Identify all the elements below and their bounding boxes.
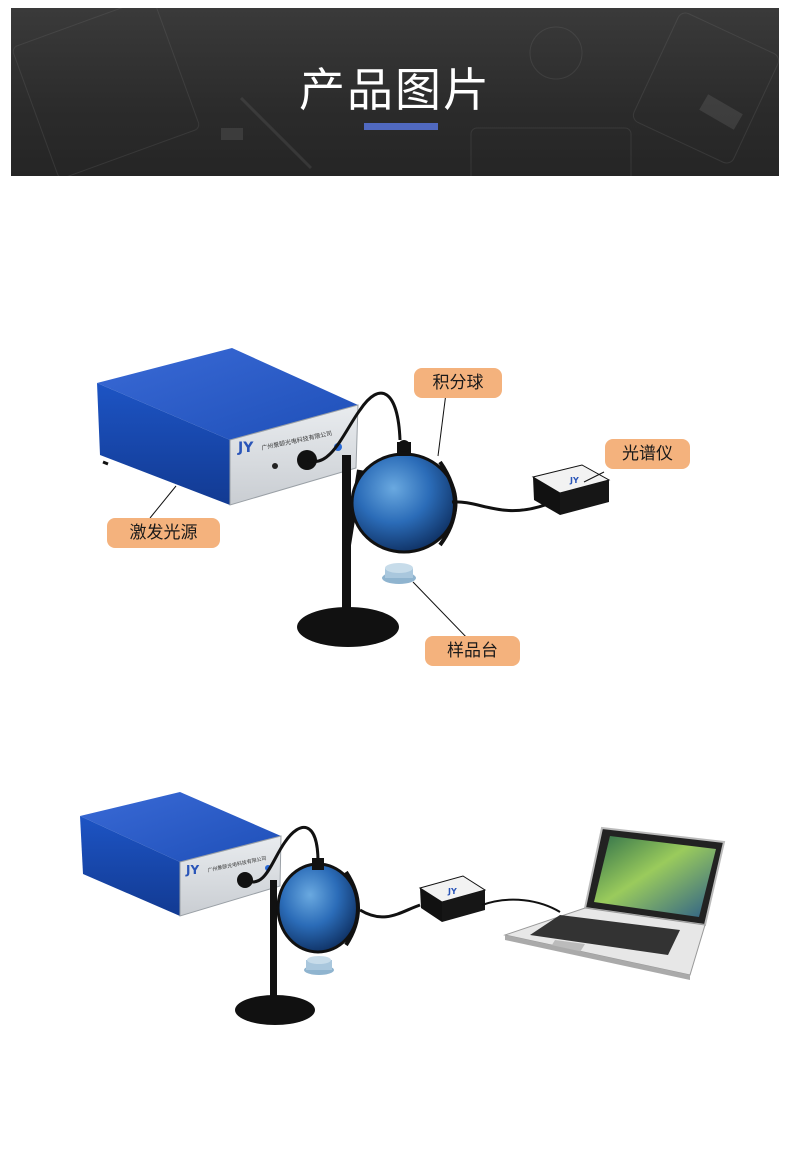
label-spectrometer: 光谱仪 [605,439,690,469]
excitation-source-device-2: JY 广州景颐光电科技有限公司 [80,792,282,917]
spectrometer-device: JY [531,464,611,515]
spectrometer-device-2: JY [418,875,487,922]
title-underline [364,123,438,130]
header-banner: 产品图片 [11,8,779,176]
label-excitation-source: 激发光源 [107,518,220,548]
diagram-2: JY 广州景颐光电科技有限公司 JY [80,792,726,1025]
banner-background-art [12,8,779,176]
label-integrating-sphere: 积分球 [414,368,502,398]
laptop [503,826,726,980]
fiber-cable-2 [451,500,546,513]
spectrometer-logo-2: JY [447,887,457,896]
knob-icon [297,450,317,470]
label-pointers [149,392,605,642]
device-logo-2: JY [185,863,199,877]
spectrometer-logo: JY [569,476,579,485]
fiber-cable-1 [307,391,402,464]
label-sample-stage: 样品台 [425,636,520,666]
excitation-source-device: JY 广州景颐光电科技有限公司 [97,348,359,506]
sample-stage [382,563,416,584]
page-title: 产品图片 [299,63,491,117]
device-logo: JY [237,440,254,456]
integrating-sphere [350,440,458,554]
knob-icon-2 [237,872,253,888]
